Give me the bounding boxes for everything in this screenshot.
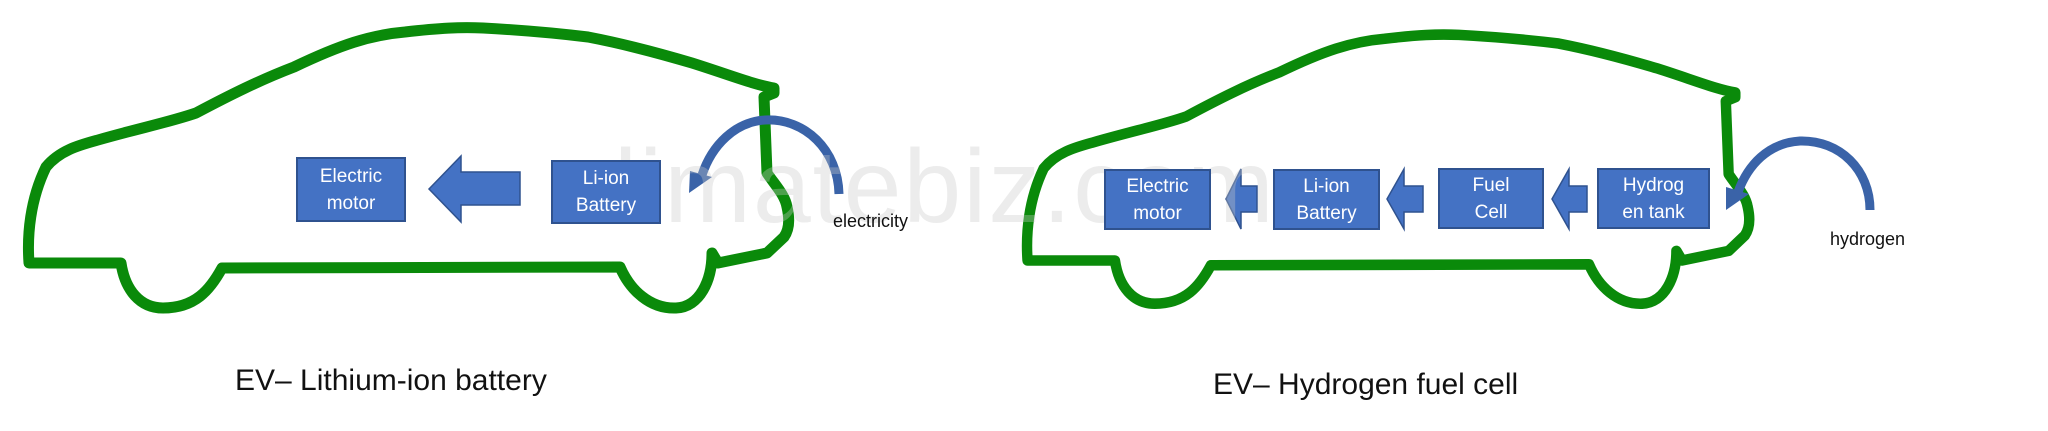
flow-arrow-icon <box>1225 168 1258 230</box>
curved-arrow-icon <box>689 115 844 195</box>
flow-arrow-icon <box>427 154 521 224</box>
electricity-label: electricity <box>833 211 909 231</box>
hydrogen-label: hydrogen <box>1830 229 1906 249</box>
flow-arrow-icon <box>1386 166 1424 232</box>
curved-arrow-icon <box>1726 136 1875 211</box>
hydrogen-tank-block: Hydrog en tank <box>1597 168 1710 229</box>
left-title: EV– Lithium-ion battery <box>235 364 547 397</box>
li-ion-battery-block: Li-ion Battery <box>551 160 661 224</box>
fuel-cell-block: Fuel Cell <box>1438 168 1544 229</box>
flow-arrow-icon <box>1551 166 1588 232</box>
electric-motor-block: Electric motor <box>1104 169 1211 230</box>
flow-arrows-right <box>1225 166 1588 232</box>
li-ion-battery-block: Li-ion Battery <box>1273 169 1380 230</box>
electric-motor-block: Electric motor <box>296 157 406 222</box>
right-title: EV– Hydrogen fuel cell <box>1213 368 1519 401</box>
